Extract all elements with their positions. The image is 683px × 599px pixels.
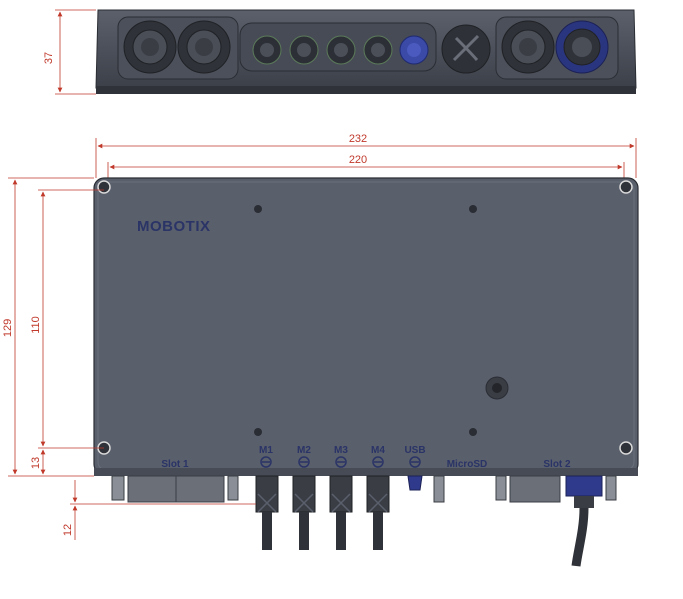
label-m3: M3	[334, 445, 348, 456]
brand-logo: MOBOTIX	[137, 218, 211, 235]
port-symbols	[260, 456, 421, 468]
slot1-connector-right	[177, 20, 231, 74]
label-slot1: Slot 1	[161, 459, 189, 470]
dim-connector-protrusion-label: 12	[62, 524, 74, 536]
corner-screws	[97, 180, 633, 455]
slot1-connector-left	[123, 20, 177, 74]
vent-icon	[485, 376, 509, 400]
blank-cap-icon	[441, 24, 491, 74]
label-microsd: MicroSD	[447, 459, 488, 470]
mounting-holes	[254, 205, 477, 436]
dim-bottom-offset-label: 13	[30, 457, 42, 469]
label-usb: USB	[404, 445, 425, 456]
label-m2: M2	[297, 445, 311, 456]
bottom-connectors	[111, 475, 617, 567]
dim-height-inner-label: 110	[30, 316, 42, 334]
m1-cable	[255, 475, 279, 550]
housing-front	[93, 177, 639, 476]
m2-cable	[292, 475, 316, 550]
slot2-network-connector	[555, 20, 609, 74]
slot2-cable	[565, 475, 603, 567]
dim-width-total-label: 232	[349, 133, 367, 145]
usb-connector-top	[399, 35, 429, 65]
slot2-connector-left	[501, 20, 555, 74]
m3-cable	[329, 475, 353, 550]
dim-height-total: 129	[2, 177, 94, 477]
dim-connector-protrusion: 12	[62, 480, 256, 540]
label-m1: M1	[259, 445, 273, 456]
dim-width-inner-label: 220	[349, 154, 367, 166]
dim-height-top: 37	[43, 9, 96, 95]
m-connectors-top	[252, 35, 393, 65]
label-slot2: Slot 2	[543, 459, 571, 470]
dim-height-inner: 110	[30, 189, 104, 449]
top-view	[95, 9, 637, 94]
port-labels: Slot 1 M1 M2 M3 M4 USB MicroSD Slot 2	[161, 445, 571, 470]
usb-cap	[407, 475, 423, 491]
dim-width-total: 232	[95, 133, 637, 178]
dim-height-top-label: 37	[43, 52, 55, 64]
dim-bottom-offset: 13	[30, 449, 46, 475]
dim-width-inner: 220	[107, 154, 625, 190]
m4-cable	[366, 475, 390, 550]
label-m4: M4	[371, 445, 385, 456]
dim-height-total-label: 129	[2, 319, 14, 337]
